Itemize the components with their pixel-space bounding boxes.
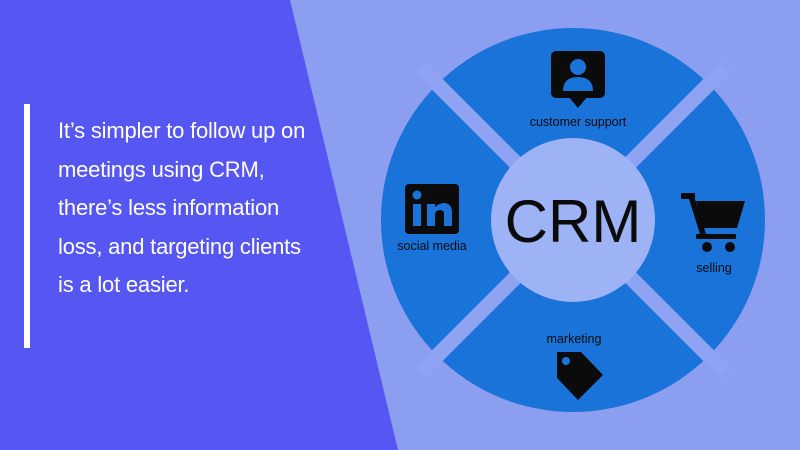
segment-label-customer-support: customer support	[530, 115, 627, 129]
crm-ring: CRM	[381, 28, 765, 412]
left-panel	[0, 0, 398, 450]
linkedin-icon	[405, 184, 459, 234]
segment-label-social-media: social media	[397, 239, 467, 253]
segment-label-marketing: marketing	[547, 332, 602, 346]
quote-accent-bar	[24, 104, 30, 348]
segment-marketing: marketing	[547, 332, 603, 400]
segment-customer-support: customer support	[530, 51, 627, 129]
center-label: CRM	[505, 188, 642, 255]
center-circle	[491, 138, 655, 302]
shopping-cart-icon	[681, 193, 745, 252]
segment-selling: selling	[681, 193, 745, 275]
person-chat-icon	[551, 51, 605, 108]
segment-label-selling: selling	[696, 261, 731, 275]
segment-social-media: social media	[397, 184, 467, 253]
quote-text: It’s simpler to follow up on meetings us…	[58, 118, 306, 297]
price-tag-icon	[557, 352, 603, 400]
